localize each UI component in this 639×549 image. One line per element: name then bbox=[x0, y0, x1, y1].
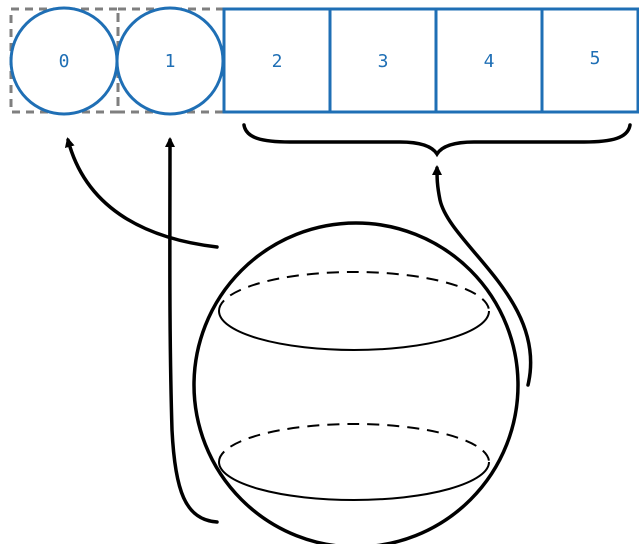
curly-brace bbox=[242, 123, 632, 158]
cell-2-label: 2 bbox=[272, 51, 283, 72]
lower-ellipse-front bbox=[218, 461, 490, 501]
cell-4-label: 4 bbox=[484, 51, 495, 72]
upper-ellipse-front bbox=[218, 310, 490, 351]
cell-3-label: 3 bbox=[378, 51, 389, 72]
cell-0-label: 0 bbox=[59, 51, 70, 72]
arrow-to-cell-0 bbox=[64, 137, 219, 249]
cell-5-box bbox=[540, 7, 639, 114]
cell-5-label: 5 bbox=[590, 48, 601, 69]
arrow-to-brace bbox=[432, 165, 533, 387]
arrow-to-cell-1 bbox=[164, 137, 219, 524]
cell-1-label: 1 bbox=[165, 51, 176, 72]
lower-ellipse-back bbox=[218, 423, 490, 463]
upper-ellipse-back bbox=[218, 271, 490, 312]
